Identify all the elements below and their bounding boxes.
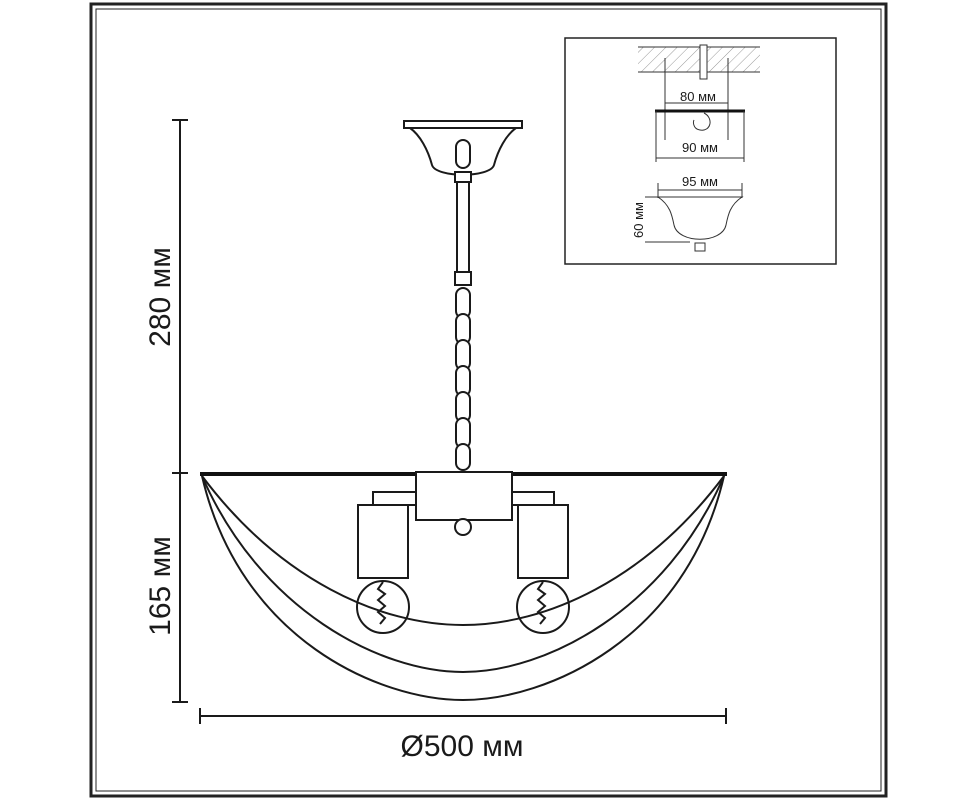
hook-icon: [693, 112, 711, 131]
hub-finial: [454, 518, 472, 536]
right-socket: [517, 504, 569, 579]
outer-frame: [89, 2, 888, 798]
chain: [455, 287, 471, 471]
inset-canopy: [656, 196, 744, 240]
height-top-label: 280 мм: [144, 247, 177, 347]
mounting-detail-inset: [564, 37, 837, 265]
right-arm: [509, 491, 555, 506]
left-bulb: [356, 580, 410, 634]
canopy-width-label: 95 мм: [682, 174, 718, 189]
canopy-height-label: 60 мм: [631, 202, 646, 238]
right-bulb: [516, 580, 570, 634]
mount-hole-spacing-label: 80 мм: [680, 89, 716, 104]
ceiling-screw: [699, 44, 708, 80]
diameter-label: Ø500 мм: [401, 730, 524, 763]
left-arm: [372, 491, 418, 506]
mount-plate-width-label: 90 мм: [682, 140, 718, 155]
center-hub: [415, 471, 513, 521]
height-dimension-line: [172, 119, 188, 703]
left-socket: [357, 504, 409, 579]
height-bottom-label: 165 мм: [144, 536, 177, 636]
suspension-rod: [454, 139, 472, 286]
ceiling-hatch: [638, 47, 760, 72]
diameter-dimension-line: [199, 708, 727, 724]
inner-frame: [95, 8, 882, 792]
